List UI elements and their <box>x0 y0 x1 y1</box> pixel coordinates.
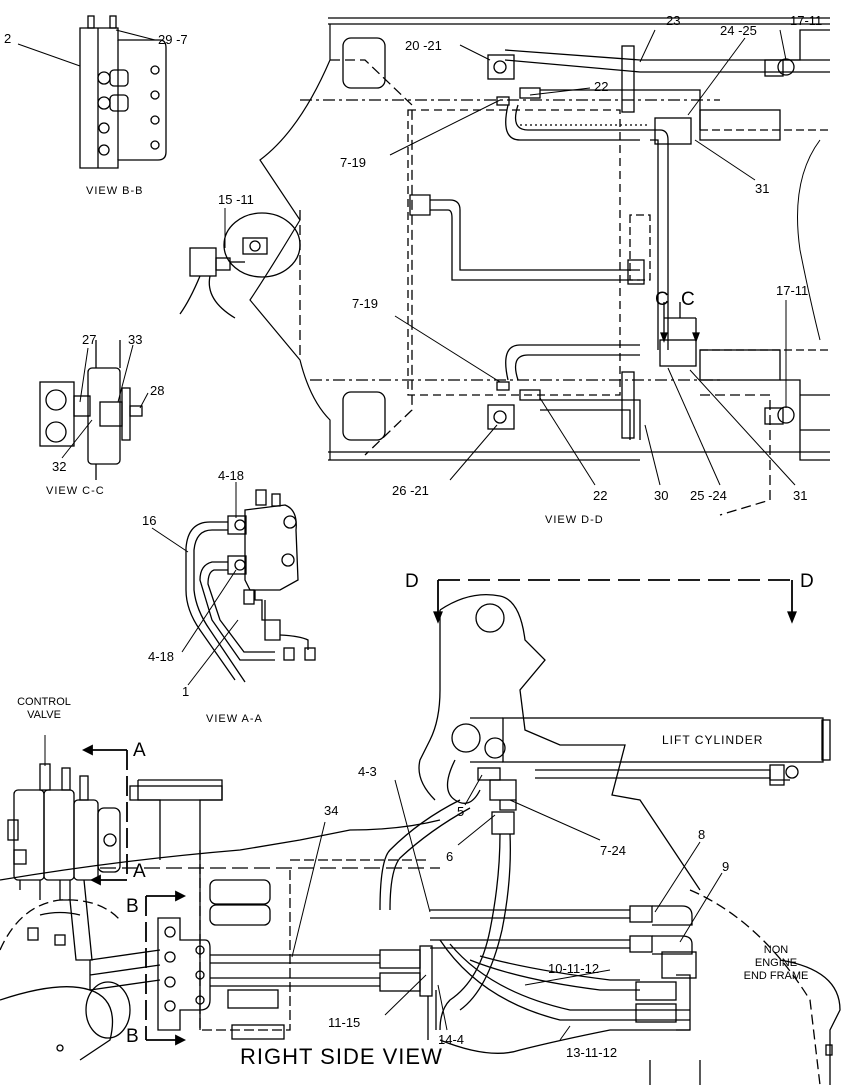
callout-cc-32: 32 <box>52 459 67 474</box>
control-valve-label-line2: VALVE <box>27 709 61 721</box>
control-valve-label: CONTROL VALVE <box>2 696 86 722</box>
callout-aa-4-18-top: 4-18 <box>218 468 245 483</box>
callout-cc-27: 27 <box>82 332 97 347</box>
view-cc-title: VIEW C-C <box>46 485 105 497</box>
callout-dd-31-bot: 31 <box>793 488 808 503</box>
section-b-top: B <box>126 896 139 917</box>
section-markers-ab <box>81 744 440 1046</box>
view-bb-title: VIEW B-B <box>86 185 144 197</box>
section-a-top: A <box>133 740 146 761</box>
callout-rs-10-11-12: 10-11-12 <box>548 961 600 976</box>
section-a-bottom: A <box>133 861 146 882</box>
callout-rs-8: 8 <box>698 827 706 842</box>
view-dd-leaders <box>224 29 796 486</box>
callout-rs-6: 6 <box>446 849 454 864</box>
lift-cylinder-label: LIFT CYLINDER <box>662 733 764 747</box>
control-valve <box>7 763 121 961</box>
view-aa-title: VIEW A-A <box>206 713 263 725</box>
callout-rs-14-4: 14-4 <box>438 1032 465 1047</box>
callout-dd-23: 23 <box>666 13 681 28</box>
section-d-left: D <box>405 571 419 592</box>
callout-aa-1: 1 <box>182 684 190 699</box>
end-frame-label: NON ENGINE END FRAME <box>736 944 816 983</box>
callout-aa-16: 16 <box>142 513 157 528</box>
callout-rs-5: 5 <box>457 804 465 819</box>
callout-aa-4-18-bot: 4-18 <box>148 649 175 664</box>
callout-dd-30: 30 <box>654 488 669 503</box>
callout-dd-26-21: 26 -21 <box>392 483 429 498</box>
callout-dd-15-11: 15 -11 <box>218 192 254 207</box>
callout-dd-20-21: 20 -21 <box>405 38 442 53</box>
callout-cc-28: 28 <box>150 383 165 398</box>
section-b-bottom: B <box>126 1026 139 1047</box>
callout-rs-7-24: 7-24 <box>600 843 627 858</box>
end-frame-label-line3: END FRAME <box>743 970 809 982</box>
callout-rs-9: 9 <box>722 859 730 874</box>
mounting-pad <box>179 212 301 319</box>
view-cc-leaders <box>61 344 149 459</box>
section-c-left: C <box>655 289 669 310</box>
right-side-view-title: RIGHT SIDE VIEW <box>240 1044 443 1069</box>
control-valve-label-line1: CONTROL <box>17 696 71 708</box>
right-side-leaders <box>44 735 723 1041</box>
callout-dd-7-19-top: 7-19 <box>340 155 367 170</box>
view-bb-bracket <box>17 15 167 169</box>
callout-dd-17-11-top: 17-11 <box>790 13 823 28</box>
view-aa-leaders <box>151 482 239 686</box>
callout-bb-29-7: 29 -7 <box>158 32 188 47</box>
callout-rs-34: 34 <box>324 803 339 818</box>
callout-dd-22-top: 22 <box>594 79 609 94</box>
section-c-right: C <box>681 289 695 310</box>
callout-dd-22-bot: 22 <box>593 488 608 503</box>
view-aa-valve <box>185 489 316 683</box>
callout-dd-7-19-bot: 7-19 <box>352 296 379 311</box>
callout-rs-11-15: 11-15 <box>328 1015 361 1030</box>
right-side-frame <box>0 579 841 1085</box>
callout-rs-13-11-12: 13-11-12 <box>566 1045 618 1060</box>
callout-bb-2: 2 <box>4 31 12 46</box>
callout-cc-33: 33 <box>128 332 143 347</box>
callout-dd-17-11-bot: 17-11 <box>776 283 809 298</box>
section-d-right: D <box>800 571 814 592</box>
end-frame-label-line2: ENGINE <box>754 957 798 969</box>
view-cc-assembly <box>39 340 143 480</box>
callout-dd-31-top: 31 <box>755 181 770 196</box>
view-dd-plan <box>249 17 830 516</box>
callout-dd-24-25: 24 -25 <box>720 23 757 38</box>
end-frame-label-line1: NON <box>763 944 789 956</box>
callout-dd-25-24: 25 -24 <box>690 488 727 503</box>
view-dd-title: VIEW D-D <box>545 514 604 526</box>
callout-rs-4-3: 4-3 <box>358 764 377 779</box>
